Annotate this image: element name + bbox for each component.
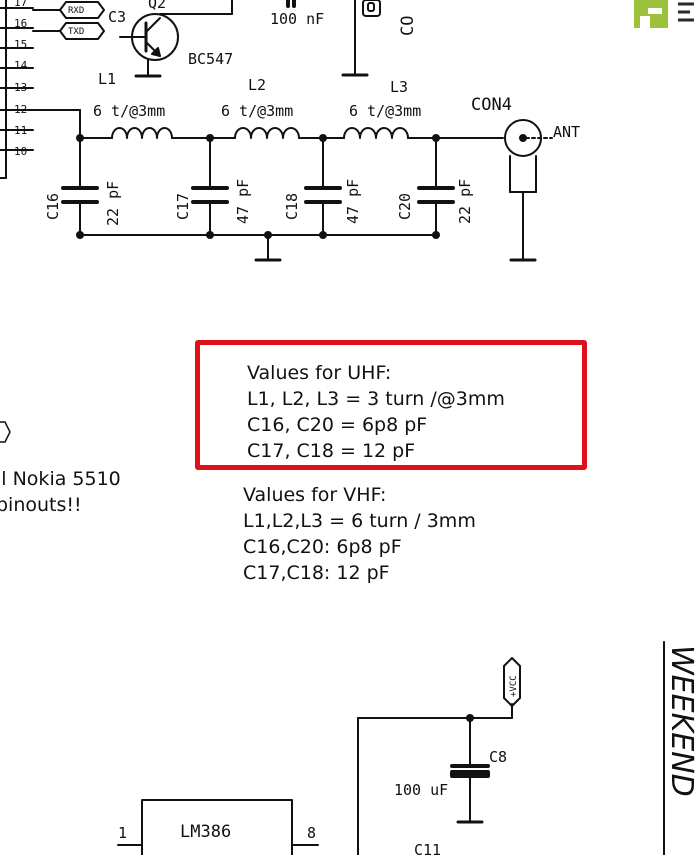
inductor-l1-spec: 6 t/@3mm [93,102,165,120]
rxd-tag-label: RXD [68,6,84,16]
pin-number: 11 [14,124,27,137]
inductor-l2-ref: L2 [248,76,266,94]
pin-number: 17 [14,0,27,9]
txd-tag-outline [59,22,105,40]
capacitor-c8-plates [450,764,490,778]
pin-number: 14 [14,59,28,72]
antenna-label: ANT [553,123,580,141]
inductor-l2-spec: 6 t/@3mm [221,102,293,120]
cap-c16-value: 22 pF [104,181,122,226]
ic-pin-left: 1 [118,824,127,842]
transistor-q2-symbol [119,0,233,78]
uhf-note-line: L1, L2, L3 = 3 turn /@3mm [247,388,505,410]
cap-c8-value: 100 uF [394,781,448,799]
cap-c18-value: 47 pF [344,179,362,224]
tag-fragment [0,421,11,443]
vhf-note-line: C16,C20: 6p8 pF [243,536,402,558]
connector-pin-lines [0,0,81,179]
top-cap-value: 100 nF [270,10,324,28]
inductor-l1-coil [111,127,173,139]
pin-number: 12 [14,103,27,116]
bottom-circuit-wires [117,703,513,855]
ic-lm386-body [141,799,293,855]
junction-dots [76,134,474,722]
cap-c18-ref: C18 [283,193,301,220]
transistor-part-number: BC547 [188,50,233,68]
uhf-note-line: C17, C18 = 12 pF [247,440,416,462]
uhf-highlight-box [195,340,587,470]
logo-fragment [634,0,697,30]
cap-c3-ref: C3 [108,8,126,26]
inductor-l3-spec: 6 t/@3mm [349,102,421,120]
nokia-note-line: pinouts!! [0,494,82,516]
vhf-note-line: L1,L2,L3 = 6 turn / 3mm [243,510,476,532]
nokia-note-line: ll Nokia 5510 [0,468,121,490]
ic-pin-right: 8 [307,824,316,842]
transistor-q2-ref: Q2 [148,0,166,12]
vhf-note-line: C17,C18: 12 pF [243,562,390,584]
vcc-tag-outline [503,657,521,707]
antenna-connector-symbol [504,119,553,262]
pin-number: 13 [14,81,27,94]
inductor-l3-coil [343,127,409,139]
inductor-l3-ref: L3 [390,78,408,96]
ic-part-number: LM386 [180,822,231,842]
cap-c17-value: 47 pF [234,179,252,224]
cap-c20-value: 22 pF [456,179,474,224]
capacitor-plates [61,186,455,204]
cap-c17-ref: C17 [174,193,192,220]
vcc-tag-label: +VCC [509,675,519,697]
cap-c11-ref: C11 [414,841,441,855]
connector-pin-numbers: 17 16 15 14 13 12 11 10 [14,0,28,158]
vhf-values-note: Values for VHF: L1,L2,L3 = 6 turn / 3mm … [243,482,476,586]
cap-c8-ref: C8 [489,748,507,766]
pin-number: 15 [14,38,27,51]
uhf-values-note: Values for UHF: L1, L2, L3 = 3 turn /@3m… [247,360,505,464]
uhf-note-line: C16, C20 = 6p8 pF [247,414,428,436]
nokia-pinout-note: ll Nokia 5510 pinouts!! [0,466,121,518]
side-title-text: WEEKEND [664,645,697,797]
filter-chain-wires [79,109,504,262]
txd-tag-label: TXD [68,27,84,37]
rxd-tag-outline [59,1,105,19]
uhf-note-line: Values for UHF: [247,362,392,384]
top-right-fragment: CO [398,16,418,36]
cap-c16-ref: C16 [44,193,62,220]
cap-c20-ref: C20 [396,193,414,220]
pin-number: 16 [14,17,27,30]
vhf-note-line: Values for VHF: [243,484,387,506]
antenna-connector-ref: CON4 [471,95,512,115]
inductor-l2-coil [234,127,300,139]
inductor-l1-ref: L1 [98,70,116,88]
pin-number: 10 [14,145,27,158]
